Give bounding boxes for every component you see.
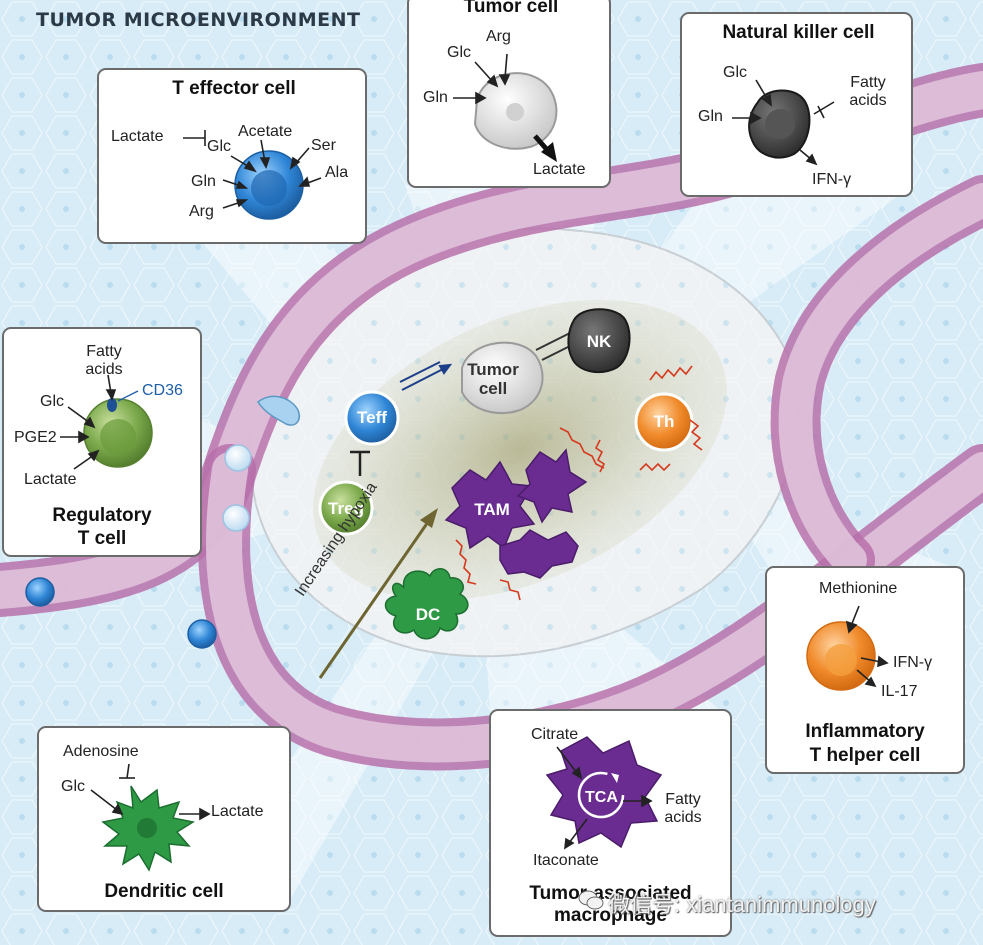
t-effector-panel: T effector cell Lactate Glc Acetate Ser … <box>97 68 367 244</box>
tam-label: TAM <box>474 500 510 519</box>
tam-fatty: Fatty <box>665 791 701 808</box>
nk-fatty: Fatty <box>850 74 886 91</box>
tam-tca: TCA <box>585 789 618 806</box>
th-il17: IL-17 <box>881 683 918 700</box>
dc-glc: Glc <box>61 778 85 795</box>
th-ifn-gamma: IFN-γ <box>893 654 933 671</box>
th-graphic <box>806 605 889 691</box>
diagram-heading: TUMOR MICROENVIRONMENT <box>36 9 361 31</box>
tam-itaconate: Itaconate <box>533 852 599 869</box>
nk-ifn-gamma: IFN-γ <box>812 171 852 188</box>
t-effector-title: T effector cell <box>172 78 296 99</box>
nk-label: NK <box>586 332 612 351</box>
treg-acids: acids <box>85 361 123 378</box>
nk-glc: Glc <box>723 64 747 81</box>
treg-fatty: Fatty <box>86 343 122 360</box>
th-methionine: Methionine <box>819 580 898 597</box>
regulatory-t-cell-panel: Fatty acids CD36 Glc PGE2 Lactate Regula… <box>2 327 202 557</box>
dendritic-title: Dendritic cell <box>104 881 224 902</box>
treg-pge2: PGE2 <box>14 429 57 446</box>
teff-lactate: Lactate <box>111 128 164 145</box>
tumor-gln: Gln <box>423 89 448 106</box>
dc-label: DC <box>415 605 441 624</box>
th-title: Inflammatory T helper cell <box>767 720 963 768</box>
treg-fatty-acids: Fatty acids <box>74 343 134 379</box>
treg-title-line1: Regulatory <box>52 505 152 526</box>
teff-gln: Gln <box>191 173 216 190</box>
macrophage-title-line1: Tumor-associated <box>529 883 692 904</box>
nk-acids: acids <box>849 92 887 109</box>
nk-cell-panel: Natural killer cell Glc Gln Fatty acids … <box>680 12 913 197</box>
nk-cell-title: Natural killer cell <box>722 22 875 43</box>
tumor-label-line1: Tumor <box>467 360 519 379</box>
macrophage-panel: Citrate TCA Fatty acids Itaconate Tumor-… <box>489 709 732 937</box>
t-effector-graphic <box>183 130 322 220</box>
macrophage-graphic <box>545 736 663 850</box>
treg-title-line2: T cell <box>77 528 127 549</box>
tumor-cell-graphic <box>453 53 558 162</box>
treg-lactate: Lactate <box>24 471 77 488</box>
macrophage-title-line2: macrophage <box>554 905 667 926</box>
teff-glc: Glc <box>207 138 231 155</box>
tumor-label-line2: cell <box>478 379 508 398</box>
watermark-text: 微信号: xiantanimmunology <box>608 892 876 917</box>
teff-ala: Ala <box>325 164 349 181</box>
macrophage-title: Tumor-associated macrophage <box>491 883 730 927</box>
treg-title: Regulatory T cell <box>4 504 200 550</box>
wechat-icon <box>578 890 604 910</box>
nk-cell-graphic <box>732 79 835 166</box>
tumor-glc: Glc <box>447 44 471 61</box>
teff-acetate: Acetate <box>238 123 293 140</box>
tumor-arg: Arg <box>486 28 511 45</box>
teff-arg: Arg <box>189 203 214 220</box>
nk-gln: Gln <box>698 108 723 125</box>
treg-glc: Glc <box>40 393 64 410</box>
treg-graphic <box>60 374 153 470</box>
teff-label: Teff <box>357 408 387 427</box>
tam-acids: acids <box>664 809 702 826</box>
inflammatory-th-panel: Methionine IFN-γ IL-17 Inflammatory T he… <box>765 566 965 774</box>
tumor-lactate: Lactate <box>533 161 586 178</box>
dendritic-cell-panel: Adenosine Glc Lactate Dendritic cell <box>37 726 291 912</box>
tam-citrate: Citrate <box>531 726 579 743</box>
dendritic-graphic <box>90 763 211 872</box>
treg-label: Treg <box>328 499 364 518</box>
teff-ser: Ser <box>311 137 336 154</box>
tumor-cell-label: Tumor cell <box>462 360 524 398</box>
th-title-line2: T helper cell <box>809 745 921 766</box>
treg-cd36: CD36 <box>142 382 183 399</box>
th-title-line1: Inflammatory <box>805 721 925 742</box>
tumor-cell-title: Tumor cell <box>463 0 559 17</box>
th-label: Th <box>653 412 675 431</box>
tumor-cell-panel: Tumor cell Arg Glc Gln Lactate <box>407 0 611 188</box>
nk-fatty-acids: Fatty acids <box>838 74 898 110</box>
dc-adenosine: Adenosine <box>63 743 139 760</box>
dc-lactate: Lactate <box>211 803 264 820</box>
tam-fatty-acids: Fatty acids <box>655 791 711 827</box>
